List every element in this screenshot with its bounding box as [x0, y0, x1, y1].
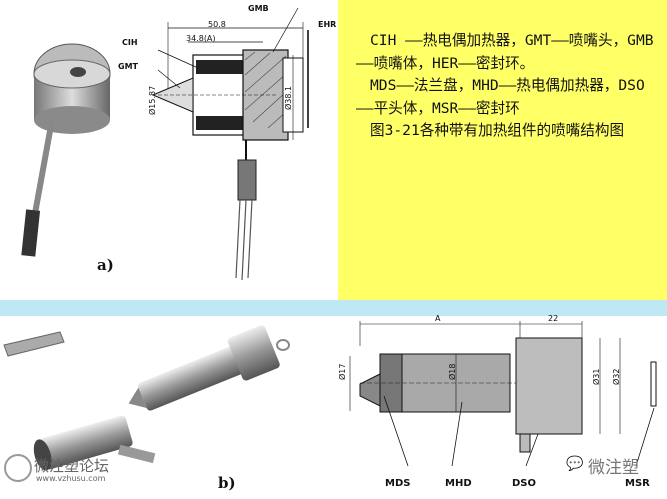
dim-d4: Ø32	[612, 368, 621, 385]
label-gmb: GMB	[248, 4, 269, 13]
caption-line-1: CIH ——热电偶加热器，GMT——喷嘴头，GMB——喷嘴体，HER——密封环。	[356, 32, 654, 72]
label-mhd: MHD	[445, 478, 472, 489]
label-gmt: GMT	[118, 62, 138, 71]
caption-line-2: MDS——法兰盘，MHD——热电偶加热器，DSO——平头体，MSR——密封环	[356, 77, 645, 117]
figure-tag-a: a)	[97, 256, 114, 274]
label-mds: MDS	[385, 478, 411, 489]
nozzle-drawing-b	[349, 321, 657, 467]
watermark-logo-icon	[4, 454, 32, 482]
dim-inner-a: 34.8(A)	[186, 34, 216, 43]
label-dso: DSO	[512, 478, 537, 489]
label-cih: CIH	[122, 38, 138, 47]
watermark-left-text: 微注塑论坛	[34, 457, 110, 475]
watermark-left-url: www.vzhusu.com	[36, 474, 106, 483]
dim-d3: Ø31	[592, 368, 601, 385]
caption-panel	[338, 0, 667, 300]
caption-line-3: 图3-21各种带有加热组件的喷嘴结构图	[370, 122, 625, 139]
dim-a: A	[435, 314, 441, 323]
watermark-right-text: 微注塑	[588, 458, 639, 478]
dim-d2: Ø18	[448, 363, 457, 380]
nozzle-photo-a	[21, 43, 111, 257]
divider-band	[0, 300, 667, 316]
dim-dia-left-a: Ø15.87	[148, 85, 157, 115]
label-ehr: EHR	[318, 20, 337, 29]
nozzle-drawing-a	[151, 7, 309, 281]
dim-overall-a: 50.8	[208, 20, 226, 29]
dim-dia-right-a: Ø38.1	[284, 85, 293, 110]
label-msr: MSR	[625, 478, 650, 489]
dim-d1: Ø17	[338, 363, 347, 380]
watermark-chat-icon: 💬	[566, 456, 584, 472]
caption-text: CIH ——热电偶加热器，GMT——喷嘴头，GMB——喷嘴体，HER——密封环。…	[356, 30, 662, 143]
nozzle-photo-b	[3, 325, 290, 471]
figure-tag-b: b)	[218, 474, 236, 492]
dim-b: 22	[548, 314, 559, 323]
